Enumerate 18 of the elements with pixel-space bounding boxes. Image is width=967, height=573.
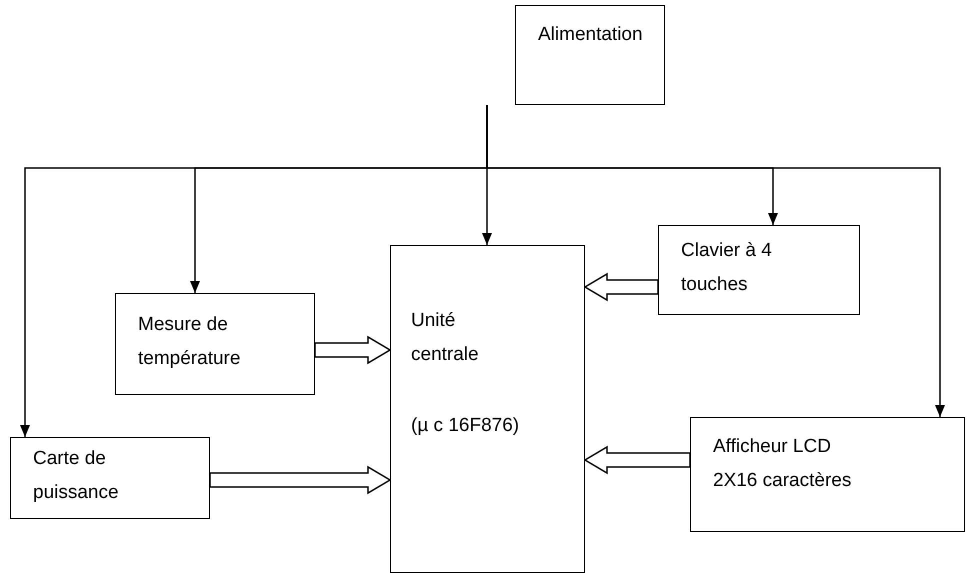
block-label: Clavier à 4 touches [681,239,773,297]
block-arrow [314,336,392,364]
block-box [10,437,210,519]
block-box [515,5,665,105]
block-box [690,417,965,532]
block-arrow [209,466,392,494]
block-arrow [584,272,659,302]
block-label: (µ c 16F876) [411,414,520,438]
block-label: Alimentation [538,23,644,47]
block-label: Carte de puissance [33,447,120,505]
arrow [486,105,945,417]
block-label: Unité centrale [411,309,480,367]
block-box [658,225,860,315]
block-label: Mesure de température [138,313,242,371]
block-box [390,245,585,573]
block-box [115,293,315,395]
block-arrow [584,446,691,474]
block-label: Afficheur LCD 2X16 caractères [713,435,852,493]
